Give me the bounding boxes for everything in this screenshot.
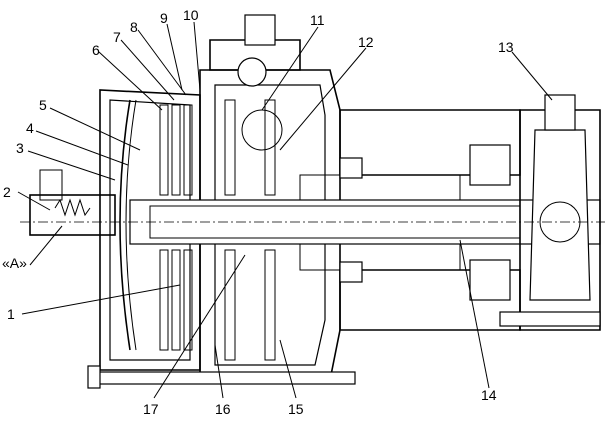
callout-13: 13: [498, 39, 514, 55]
callout-17: 17: [143, 401, 159, 417]
inlet-fitting: [29, 169, 116, 236]
diaphragm-spring: [119, 99, 131, 351]
callout-2: 2: [3, 184, 11, 200]
callout-12: 12: [358, 34, 374, 50]
top-breather-fitting: [209, 14, 301, 151]
callout-7: 7: [113, 29, 121, 45]
callout-8: 8: [130, 19, 138, 35]
bevel-gear: [519, 94, 601, 331]
view-a-label: «А»: [2, 255, 27, 271]
callout-1: 1: [7, 306, 15, 322]
callout-14: 14: [481, 387, 497, 403]
callout-5: 5: [39, 97, 47, 113]
callout-10: 10: [183, 7, 199, 23]
callout-11: 11: [310, 12, 325, 28]
callout-16: 16: [215, 401, 231, 417]
callout-3: 3: [16, 140, 24, 156]
shaft-bearings: [339, 144, 511, 301]
friction-disc-pack: [159, 99, 276, 361]
leader-lines: [17, 21, 553, 399]
callout-6: 6: [92, 42, 100, 58]
callout-9: 9: [160, 10, 168, 26]
flange-bolt: [499, 311, 601, 327]
callout-4: 4: [26, 120, 34, 136]
callout-15: 15: [288, 401, 304, 417]
